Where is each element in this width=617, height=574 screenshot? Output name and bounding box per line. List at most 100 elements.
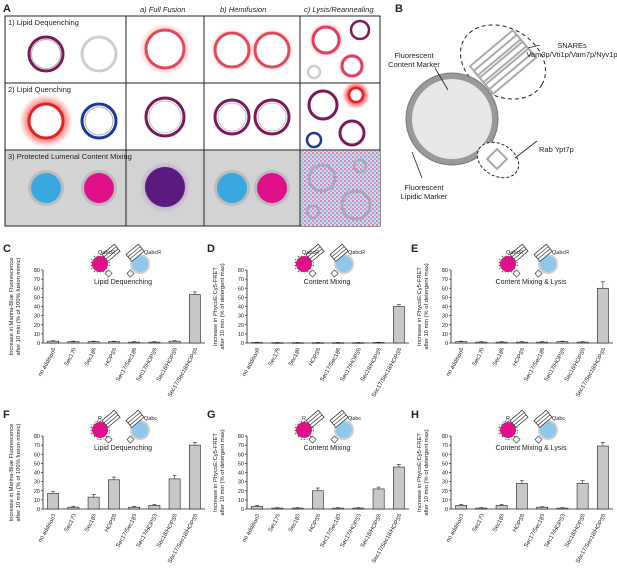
n-label: 8 — [377, 514, 383, 517]
y-tick-label: 70 — [34, 277, 40, 283]
y-tick-label: 60 — [34, 286, 40, 292]
bar — [455, 341, 467, 344]
x-tick-label: Sec17/Sec18 — [523, 350, 545, 383]
chart-title: Lipid Dequenching — [94, 445, 152, 452]
row-label-content-mixing: 3) Protected Lumenal Content Mixing — [8, 152, 132, 161]
y-tick-label: 30 — [238, 480, 244, 486]
panel-label-e: E — [411, 243, 418, 255]
row3-start-vesicles — [28, 170, 117, 206]
content-vesicle-blue — [132, 256, 148, 272]
y-tick-label: 20 — [238, 323, 244, 329]
snare-label-left: R — [506, 416, 510, 422]
snare-bundle-right — [329, 243, 349, 262]
x-tick-label: Sec17/HOPS — [340, 350, 363, 383]
row3-hemifusion-vesicles — [214, 170, 290, 206]
label-rab: Rab Ypt7p — [539, 145, 574, 154]
y-tick-label: 20 — [442, 323, 448, 329]
snare-label-right: QabcR — [552, 250, 569, 256]
bar — [576, 341, 589, 344]
row2-lysis-vesicles — [305, 81, 370, 149]
y-tick-label: 10 — [442, 498, 448, 504]
snare-bundle-left — [305, 409, 325, 428]
content-vesicle-magenta — [296, 256, 312, 272]
x-tick-label: no addition — [241, 350, 260, 378]
bar — [189, 444, 201, 510]
x-tick-label: Sec17/Sec18 — [319, 350, 341, 383]
x-tick-label: Sec18/HOPS — [156, 350, 179, 383]
y-tick-label: 10 — [34, 498, 40, 504]
n-label: 8 — [459, 348, 465, 351]
snare-bundle-left — [305, 243, 325, 262]
x-tick-label: Sec18 — [492, 350, 505, 367]
n-label: 8 — [316, 514, 322, 517]
bar — [67, 341, 80, 344]
y-tick-label: 50 — [442, 295, 448, 301]
chart-title: Lipid Dequenching — [94, 279, 152, 286]
x-tick-label: Sec17 — [268, 516, 281, 533]
y-tick-label: 80 — [442, 268, 448, 274]
x-tick-label: no addition — [445, 516, 464, 544]
rab-left — [308, 435, 317, 444]
row1-start-vesicles — [27, 35, 118, 73]
n-label: 3 — [336, 514, 342, 517]
bar — [47, 493, 59, 510]
y-tick-label: 40 — [34, 305, 40, 311]
y-tick-label: 10 — [238, 332, 244, 338]
bar — [352, 507, 365, 510]
row3-lysis-vesicles — [301, 151, 380, 226]
snare-bundle-right — [125, 243, 145, 262]
y-tick-label: 10 — [34, 332, 40, 338]
row1-lysis-vesicles — [306, 19, 371, 80]
y-tick-label: 30 — [34, 314, 40, 320]
panel-label-c: C — [3, 243, 11, 255]
y-tick-label: 40 — [442, 305, 448, 311]
y-axis-label: Increase in PhycoE:Cy5-FRETafter 10 min … — [213, 429, 226, 515]
x-tick-label: Sec18 — [84, 516, 97, 533]
bar — [148, 505, 161, 510]
y-tick-label: 20 — [442, 489, 448, 495]
y-tick-label: 80 — [442, 434, 448, 440]
n-label: 8 — [193, 348, 199, 351]
bar — [312, 490, 324, 510]
y-tick-label: 60 — [442, 286, 448, 292]
y-tick-label: 20 — [34, 489, 40, 495]
bar — [189, 294, 201, 344]
y-tick-label: 0 — [37, 507, 40, 513]
bar — [516, 341, 528, 344]
x-tick-label: Sec17/Sec18 — [523, 516, 545, 549]
n-label: 8 — [601, 514, 607, 517]
bar — [87, 341, 100, 344]
row3-full-fusion-vesicle — [139, 161, 191, 213]
chart-title: Content Mixing & Lysis — [496, 445, 567, 452]
panel-label-f: F — [3, 409, 10, 421]
y-tick-label: 60 — [238, 286, 244, 292]
content-vesicle-blue — [540, 422, 556, 438]
x-tick-label: no addition — [445, 350, 464, 378]
y-tick-label: 80 — [238, 434, 244, 440]
snare-label-left: QabcR — [98, 250, 115, 256]
y-tick-label: 70 — [238, 277, 244, 283]
n-label: 8 — [540, 348, 546, 351]
x-tick-label: Sec17/Sec18 — [319, 516, 341, 549]
y-tick-label: 50 — [34, 295, 40, 301]
n-label: 3 — [500, 514, 506, 517]
snare-bundle-left — [509, 243, 529, 262]
y-tick-label: 80 — [238, 268, 244, 274]
bar — [168, 478, 181, 510]
n-label: 8 — [112, 514, 118, 517]
n-label: 8 — [173, 514, 179, 517]
bar — [271, 507, 284, 510]
x-tick-label: Sec18/HOPS — [564, 516, 587, 549]
snare-label-right: Qabc — [552, 416, 565, 422]
n-label: 8 — [112, 348, 118, 351]
bar — [536, 341, 548, 344]
x-tick-label: HOPS — [104, 350, 117, 367]
x-tick-label: Sec17/Sec18 — [115, 516, 137, 549]
n-label: 3 — [356, 514, 362, 517]
n-label: 8 — [255, 348, 261, 351]
